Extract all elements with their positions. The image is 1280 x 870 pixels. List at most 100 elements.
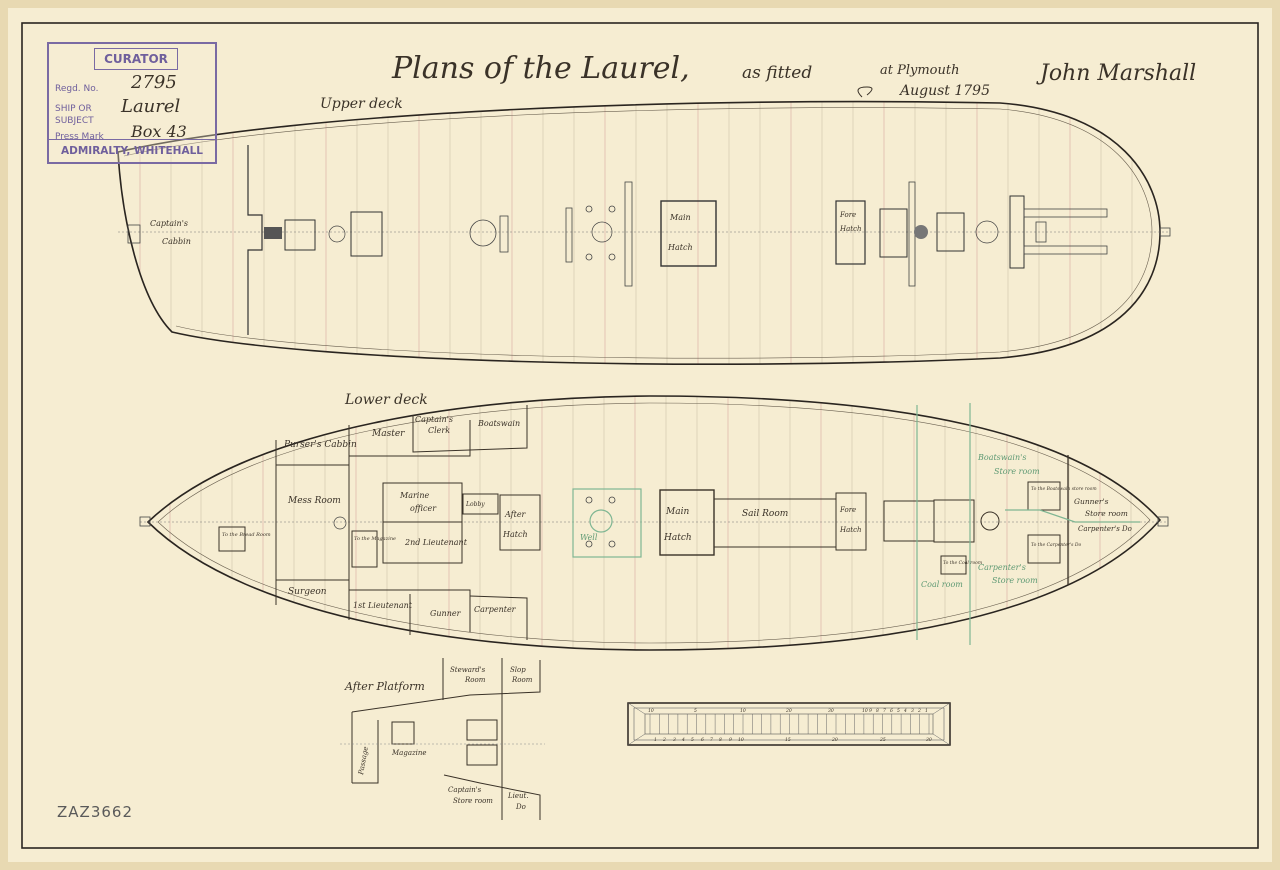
scale-top-label: 4	[903, 708, 907, 714]
paper	[8, 8, 1272, 862]
label-first-lieutenant: 1st Lieutenant	[353, 601, 413, 610]
after-platform-heading: After Platform	[344, 680, 425, 693]
stamp-ship-label: SHIP OR	[55, 104, 92, 114]
title-text: Plans of the Laurel,	[391, 51, 690, 86]
scale-top-label: 1	[925, 708, 928, 714]
scale-top-label: 9	[869, 708, 872, 714]
label-carpenters-store: Carpenter's	[978, 563, 1026, 572]
scale-top-label: 5	[694, 708, 697, 714]
label-boatswains-store: Boatswain's	[977, 453, 1026, 462]
label-main-hatch-2: Hatch	[667, 243, 693, 252]
upper-deck-heading: Upper deck	[320, 96, 403, 112]
lower-deck-heading: Lower deck	[344, 392, 428, 408]
label-carpenter: Carpenter	[474, 605, 517, 614]
scale-top-label: 8	[876, 708, 879, 714]
lower-deck-plan: Lower deck	[139, 392, 1169, 651]
label-sail-room: Sail Room	[742, 509, 788, 519]
label-magazine: Magazine	[391, 749, 427, 757]
label-fore-hatch-2: Hatch	[839, 225, 862, 233]
stamp-press-label: Press Mark	[55, 132, 104, 142]
label-after-hatch: After	[504, 510, 527, 519]
label-pursers-cabin: Purser's Cabbin	[283, 440, 357, 450]
scale-top-label: 7	[883, 708, 886, 714]
scale-bottom-label: 2	[662, 737, 666, 743]
label-lower-main-hatch: Main	[665, 507, 689, 517]
label-slop-room-2: Room	[511, 676, 533, 684]
upper-deck-hull	[117, 100, 1161, 366]
label-lower-fore-hatch-2: Hatch	[839, 526, 862, 534]
label-well: Well	[580, 533, 598, 542]
capstan-icon	[264, 227, 282, 239]
flourish	[857, 86, 873, 98]
label-captains-cabin: Captain's	[150, 219, 188, 228]
scale-bottom-label: 7	[710, 737, 713, 743]
scale-bottom-label: 8	[719, 737, 722, 743]
scale-bottom-label: 20	[831, 737, 838, 743]
label-boatswains-store-2: Store room	[994, 467, 1040, 476]
scale-top-label: 10	[740, 708, 746, 714]
curator-stamp: CURATOR Regd. No. 2795 SHIP OR SUBJECT L…	[47, 42, 217, 164]
title-date: August 1795	[898, 83, 990, 99]
label-gunner: Gunner	[430, 609, 462, 618]
stamp-regd-value: 2795	[131, 72, 177, 93]
lower-deck-hull	[146, 395, 1162, 651]
scale-bottom-label: 3	[673, 737, 676, 743]
label-lobby: Lobby	[465, 501, 485, 508]
stamp-header: CURATOR	[94, 48, 178, 70]
scale-top-label: 2	[917, 708, 921, 714]
stamp-press-value: Box 43	[131, 122, 187, 141]
scale-bottom-label: 9	[729, 737, 732, 743]
label-after-hatch-2: Hatch	[502, 530, 528, 539]
label-coal-hatch: To the Coal room	[943, 560, 982, 566]
label-captains-clerk-2: Clerk	[428, 426, 450, 435]
scale-bottom-label: 1	[654, 737, 657, 743]
scale-top-label: 10	[862, 708, 868, 714]
scale-top-label: 6	[890, 708, 893, 714]
scale-bottom-label: 15	[785, 737, 791, 743]
label-magazine-hatch: To the Magazine	[354, 536, 396, 542]
scale-bottom-label: 30	[926, 737, 932, 743]
label-to-boatswain-store: To the Boatswain store room	[1031, 486, 1097, 492]
scale-top-label: 5	[897, 708, 900, 714]
label-boatswain: Boatswain	[477, 419, 520, 428]
label-slop-room: Slop	[510, 666, 526, 674]
label-second-lieutenant: 2nd Lieutenant	[404, 538, 468, 547]
label-lieutenants-store-2: Do	[515, 803, 526, 811]
label-marine-officer: Marine	[399, 491, 429, 500]
label-lieutenants-store: Lieut.	[507, 792, 529, 800]
label-carpenters-do: Carpenter's Do	[1078, 525, 1132, 533]
label-carpenters-store-2: Store room	[992, 576, 1038, 585]
border-frame	[21, 22, 1259, 849]
label-stewards-room-2: Room	[464, 676, 486, 684]
label-marine-officer-2: officer	[410, 504, 437, 513]
scale-top-label: 20	[785, 708, 792, 714]
label-gunners-store: Gunner's	[1074, 497, 1109, 506]
scale-bottom-label: 25	[879, 737, 886, 743]
label-stewards-room: Steward's	[450, 666, 486, 674]
scale-top-label: 10	[648, 708, 654, 714]
label-surgeon: Surgeon	[288, 587, 327, 597]
label-captains-storeroom-2: Store room	[453, 797, 493, 805]
label-bread-room: To the Bread Room	[222, 532, 271, 538]
stamp-footer: ADMIRALTY, WHITEHALL	[49, 139, 215, 162]
upper-deck-plan: Upper deck Captain's Cabbin Main Hatch	[117, 96, 1171, 366]
label-gunners-store-2: Store room	[1085, 509, 1128, 518]
label-captains-clerk: Captain's	[415, 415, 453, 424]
stamp-ship-value: Laurel	[121, 96, 181, 117]
stamp-regd-label: Regd. No.	[55, 84, 99, 94]
label-captains-cabin-2: Cabbin	[162, 237, 191, 246]
label-lower-fore-hatch: Fore	[839, 506, 856, 514]
stamp-subject-label: SUBJECT	[55, 116, 94, 126]
title-place: at Plymouth	[880, 63, 959, 78]
label-to-carpenter-store: To the Carpenter's Do	[1031, 542, 1082, 548]
label-mess-room: Mess Room	[287, 496, 341, 506]
scale-bottom-label: 4	[681, 737, 685, 743]
signature: John Marshall	[1036, 61, 1196, 86]
scale-bottom-label: 6	[701, 737, 704, 743]
scale-top-label: 30	[828, 708, 834, 714]
label-main-hatch: Main	[669, 213, 691, 222]
label-fore-hatch: Fore	[839, 211, 856, 219]
scale-bottom-label: 10	[738, 737, 744, 743]
scale-top-label: 3	[911, 708, 914, 714]
